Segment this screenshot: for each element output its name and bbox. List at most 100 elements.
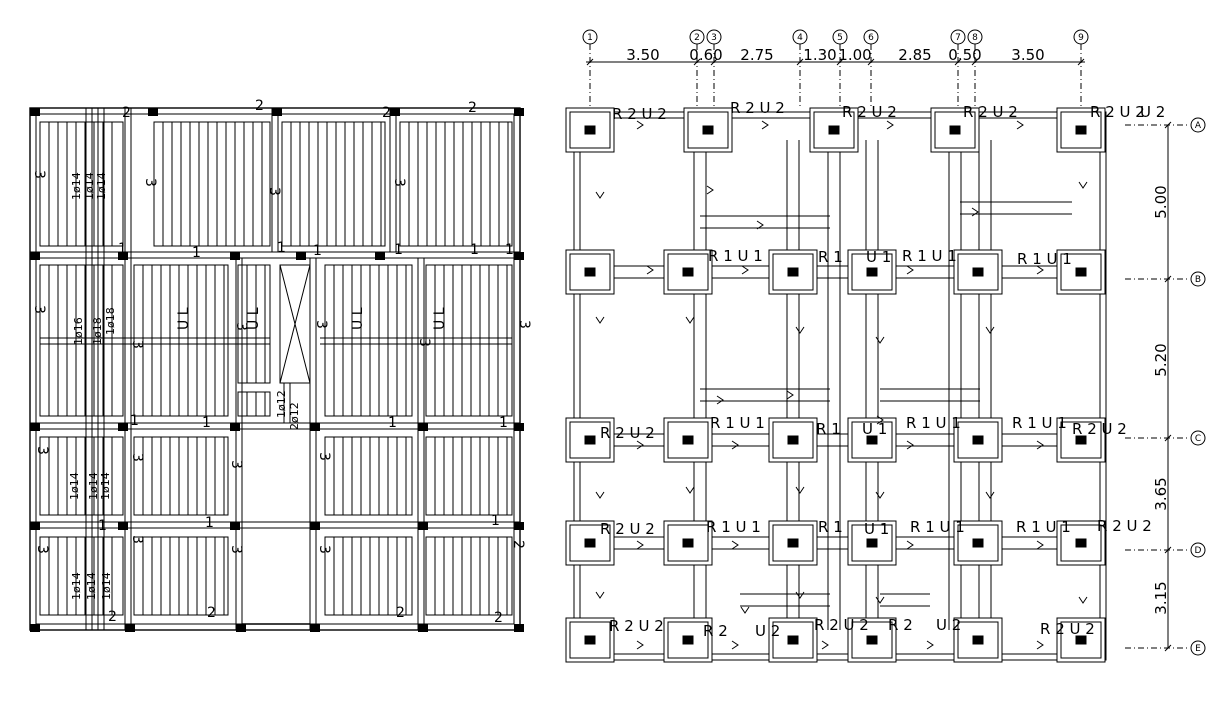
direction-arrow: [876, 415, 884, 425]
beam-label: R 1: [818, 518, 843, 536]
direction-arrow: [875, 336, 885, 344]
beam-label: R 2 U 2: [1097, 517, 1152, 535]
direction-arrow: [646, 265, 654, 275]
grid-column-label: 2: [694, 33, 700, 43]
direction-arrow: [985, 491, 995, 499]
column-stub: [972, 635, 984, 645]
spacing-label: 0.50: [948, 46, 981, 64]
grid-column-label: 7: [955, 33, 961, 43]
slab-mark: 3: [228, 545, 244, 554]
column-stub: [787, 435, 799, 445]
slab-panel: [153, 121, 271, 247]
beam-label: R 2 U 2: [842, 103, 897, 121]
grid-row-label: A: [1195, 121, 1202, 131]
column-stub: [972, 267, 984, 277]
slab-panel: [133, 264, 229, 417]
direction-arrow: [971, 207, 979, 217]
slab-mark: 3: [31, 305, 47, 314]
column-stub: [866, 538, 878, 548]
dim-tick: [954, 58, 962, 66]
direction-arrow: [1078, 596, 1088, 604]
column-block: [30, 423, 40, 431]
direction-arrow: [716, 395, 724, 405]
column-block: [418, 423, 428, 431]
slab-mark: 3: [228, 460, 244, 469]
slab-mark: 2: [382, 105, 391, 121]
footing-pad-inner: [772, 524, 814, 562]
slab-panel: [281, 121, 386, 247]
spacing-label: 3.15: [1152, 581, 1170, 614]
column-block: [30, 108, 40, 116]
column-block: [310, 624, 320, 632]
beam-label: R 2 U 2: [730, 99, 785, 117]
beam-label: R 2 U 2: [1040, 620, 1095, 638]
beam-label: U 1: [862, 420, 887, 438]
slab-mark: 3: [416, 338, 432, 347]
column-stub: [584, 125, 596, 135]
direction-arrow: [1036, 440, 1044, 450]
rebar-label: 1ø14: [87, 472, 100, 500]
slab-mark: 1: [499, 415, 508, 431]
rebar-label: 1ø14: [68, 472, 81, 500]
grid-bubble: [1190, 271, 1206, 287]
column-block: [514, 108, 524, 116]
slab-mark: 3: [391, 178, 407, 187]
direction-arrow: [795, 486, 805, 494]
direction-arrow: [740, 606, 750, 614]
rebar-label: 1ø14: [99, 472, 112, 500]
spacing-label: 2.85: [898, 46, 931, 64]
dim-tick: [971, 58, 979, 66]
rebar-label: 1ø12: [275, 390, 288, 418]
slab-panel: [237, 391, 271, 417]
slab-mark: 3: [129, 535, 145, 544]
column-stub: [682, 635, 694, 645]
slab-mark: 3: [34, 545, 50, 554]
spacing-label: 1.30: [803, 46, 836, 64]
column-block: [514, 423, 524, 431]
spacing-label: 5.20: [1152, 343, 1170, 376]
column-block: [514, 522, 524, 530]
beam-label: R 1 U 1: [710, 414, 765, 432]
column-block: [230, 423, 240, 431]
direction-arrow: [636, 440, 644, 450]
column-stub: [702, 125, 714, 135]
column-block: [230, 252, 240, 260]
column-block: [514, 624, 524, 632]
rebar-hatch: [39, 121, 513, 616]
column-stub: [1075, 635, 1087, 645]
slab-panel: [39, 536, 124, 616]
dim-tick: [586, 58, 594, 66]
grid-row-label: C: [1195, 434, 1201, 444]
slab-panel: [399, 121, 513, 247]
slab-panel: [133, 436, 229, 516]
direction-arrow: [741, 265, 749, 275]
column-block: [418, 522, 428, 530]
direction-arrow: [636, 640, 644, 650]
column-stub: [787, 267, 799, 277]
direction-arrow: [875, 491, 885, 499]
direction-arrow: [731, 540, 739, 550]
direction-arrow: [795, 326, 805, 334]
column-stub: [682, 267, 694, 277]
grid-column-label: 8: [972, 33, 978, 43]
slab-mark: 3: [129, 453, 145, 462]
slab-panel: [425, 264, 513, 417]
direction-arrow: [595, 491, 605, 499]
slab-mark: 1: [118, 241, 127, 257]
slab-mark: 3: [316, 452, 332, 461]
column-block: [118, 522, 128, 530]
rebar-label: 1ø14: [95, 172, 108, 200]
column-stub: [949, 125, 961, 135]
slab-mark: 2: [396, 605, 405, 621]
slab-panel: [39, 264, 124, 417]
beam-label: U 1: [864, 520, 889, 538]
beam-label: U 2: [1140, 103, 1165, 121]
direction-arrow: [685, 486, 695, 494]
beam-label: U 1: [866, 248, 891, 266]
rebar-label: 1ø14: [100, 572, 113, 600]
opening-label: U L: [432, 307, 448, 330]
opening-label: U L: [246, 307, 262, 330]
beam-label: R 2 U 2: [814, 616, 869, 634]
